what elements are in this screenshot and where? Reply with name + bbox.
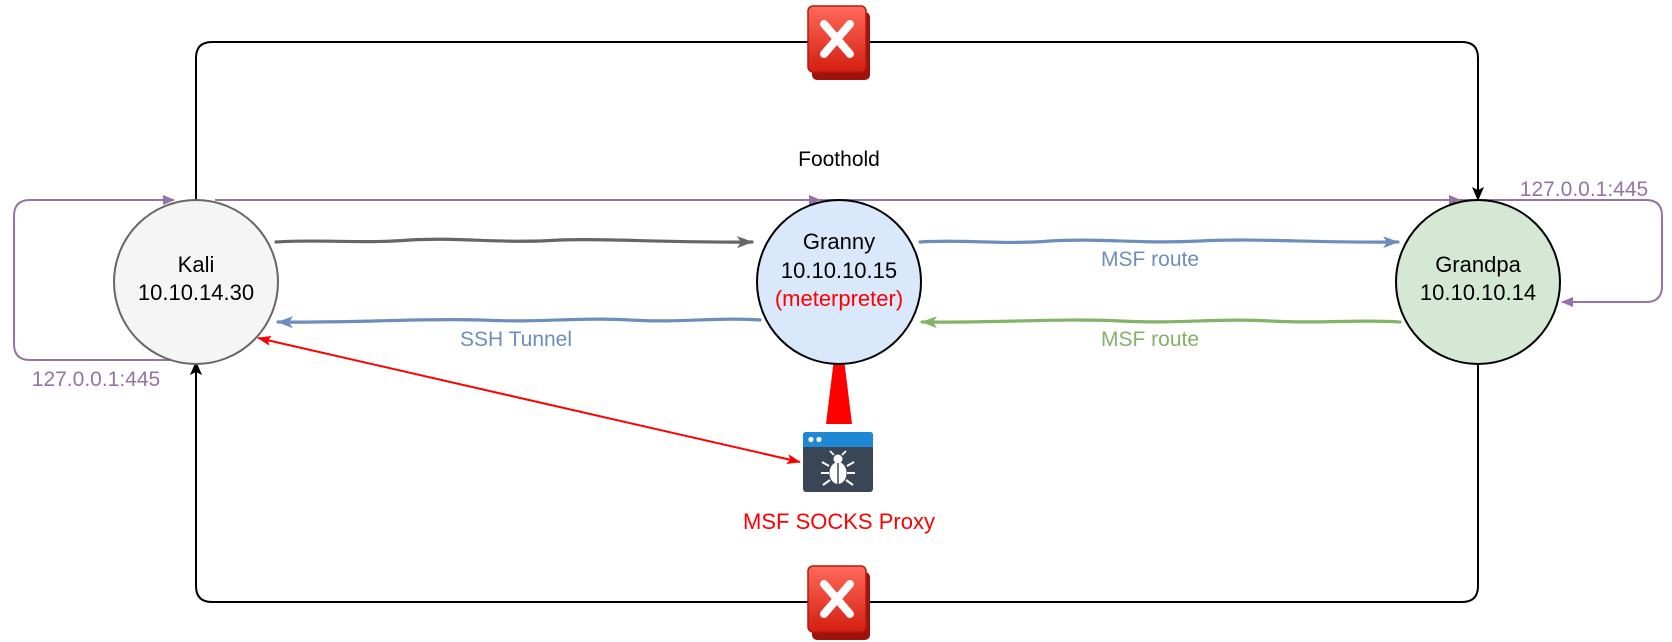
kali-ip: 10.10.14.30 <box>138 280 254 305</box>
ssh-tunnel-label: SSH Tunnel <box>460 328 572 351</box>
kali-loop-label: 127.0.0.1:445 <box>32 368 160 391</box>
red-x-icon <box>807 5 870 80</box>
node-granny[interactable] <box>756 199 922 365</box>
node-kali[interactable] <box>113 199 279 365</box>
purple-loop-grandpa <box>1460 199 1663 307</box>
kali-name: Kali <box>178 252 215 277</box>
purple-loop-kali <box>13 195 175 361</box>
foothold-label: Foothold <box>798 148 880 171</box>
grandpa-name: Grandpa <box>1435 252 1521 277</box>
proxy-label: MSF SOCKS Proxy <box>743 509 935 534</box>
granny-note: (meterpreter) <box>775 286 903 311</box>
msf-route-arrow-top <box>918 236 1400 249</box>
grandpa-loop-label: 127.0.0.1:445 <box>1520 178 1648 201</box>
granny-name: Granny <box>803 229 875 254</box>
msf-route-label-top: MSF route <box>1101 248 1199 271</box>
socks-proxy-arrow <box>257 336 801 464</box>
msf-route-arrow-bottom <box>920 316 1402 329</box>
grandpa-ip: 10.10.10.14 <box>1420 280 1536 305</box>
granny-ip: 10.10.10.15 <box>781 258 897 283</box>
red-x-icon <box>807 565 870 640</box>
msf-route-label-bottom: MSF route <box>1101 328 1199 351</box>
proxy-connector <box>826 318 852 424</box>
bug-window-icon <box>803 432 873 492</box>
ssh-tunnel-arrow <box>276 316 762 329</box>
foothold-arrow <box>274 236 754 249</box>
node-grandpa[interactable] <box>1395 199 1561 365</box>
